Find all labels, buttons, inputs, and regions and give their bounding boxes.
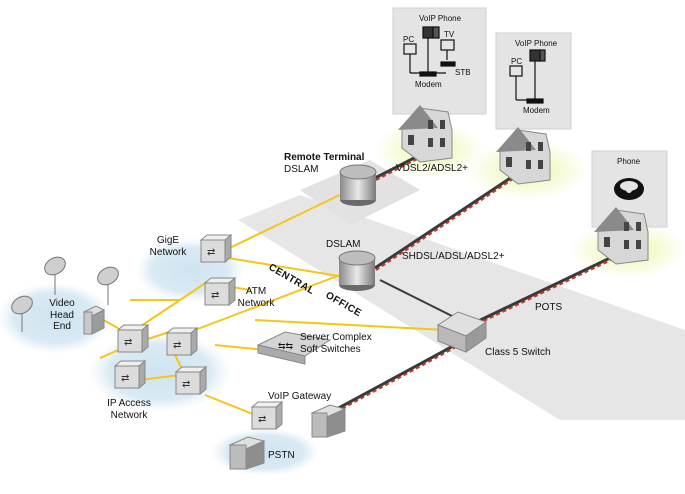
inset-2-devices — [509, 49, 546, 104]
label-class5: Class 5 Switch — [485, 347, 551, 358]
co-dslam-icon — [338, 250, 376, 291]
label-server: Server Complex Soft Switches — [300, 332, 372, 355]
label-ip-access: IP Access Network — [100, 398, 158, 421]
label-pc-1: PC — [403, 35, 415, 44]
pstn-cloud — [210, 428, 320, 476]
label-stb: STB — [455, 68, 471, 77]
label-shdsl: SHDSL/ADSL/ADSL2+ — [402, 251, 505, 262]
pstn-icon — [228, 436, 266, 470]
satellite-dishes — [11, 256, 119, 332]
label-voip-phone-2: VoIP Phone — [515, 39, 558, 48]
label-remote-terminal: Remote Terminal — [284, 152, 365, 163]
inset-1-devices — [403, 26, 456, 77]
label-co-dslam: DSLAM — [326, 239, 361, 250]
label-pots: POTS — [535, 302, 563, 313]
label-pstn: PSTN — [268, 450, 295, 461]
label-ip-access-1: IP Access — [107, 398, 151, 409]
label-atm-2: Network — [237, 297, 275, 309]
house-1 — [398, 105, 453, 163]
svg-text:⇄: ⇄ — [207, 247, 215, 258]
class5-switch-icon — [436, 311, 488, 353]
inset-box-2 — [495, 32, 572, 130]
label-modem-1: Modem — [415, 80, 442, 89]
label-phone: Phone — [617, 157, 641, 166]
svg-text:⇆⇆: ⇆⇆ — [278, 341, 294, 351]
switch-cubes: ⇄ ⇄ ⇄ ⇄ ⇄ ⇄ ⇄ — [113, 233, 284, 431]
label-vdsl: VDSL2/ADSL2+ — [396, 163, 468, 174]
label-gige-2: Network — [149, 246, 187, 258]
label-atm: ATM Network — [236, 286, 276, 309]
label-voip-phone-1: VoIP Phone — [418, 14, 462, 23]
svg-text:⇄: ⇄ — [173, 340, 181, 351]
server-complex-icon: ⇆⇆ — [256, 331, 332, 365]
label-voip-gateway: VoIP Gateway — [268, 391, 332, 402]
label-ip-access-2: Network — [110, 409, 148, 421]
copper-links — [334, 153, 612, 413]
label-atm-1: ATM — [245, 286, 267, 297]
label-tv: TV — [444, 30, 455, 39]
phone-icon — [614, 178, 644, 200]
label-server-1: Server Complex — [300, 332, 372, 343]
svg-text:⇄: ⇄ — [258, 414, 266, 425]
label-video-2: Head — [50, 309, 74, 321]
label-remote-dslam: DSLAM — [284, 164, 319, 175]
svg-text:⇄: ⇄ — [121, 373, 129, 384]
svg-text:⇄: ⇄ — [211, 290, 219, 301]
label-gige: GigE Network — [148, 235, 188, 258]
svg-text:⇄: ⇄ — [182, 379, 190, 390]
house-2 — [496, 127, 551, 185]
inset-box-1 — [392, 7, 487, 115]
label-server-2: Soft Switches — [300, 343, 361, 355]
label-video-head-end: Video Head End — [44, 298, 80, 333]
house-3 — [594, 207, 649, 265]
label-gige-1: GigE — [156, 235, 180, 246]
head-end-icon — [82, 305, 106, 335]
voip-gateway-icon — [310, 404, 347, 438]
remote-dslam-icon — [339, 164, 377, 206]
label-pc-2: PC — [511, 57, 523, 66]
label-video-1: Video — [49, 298, 75, 309]
label-video-3: End — [53, 321, 71, 332]
svg-text:⇄: ⇄ — [124, 337, 132, 348]
label-modem-2: Modem — [523, 106, 550, 115]
